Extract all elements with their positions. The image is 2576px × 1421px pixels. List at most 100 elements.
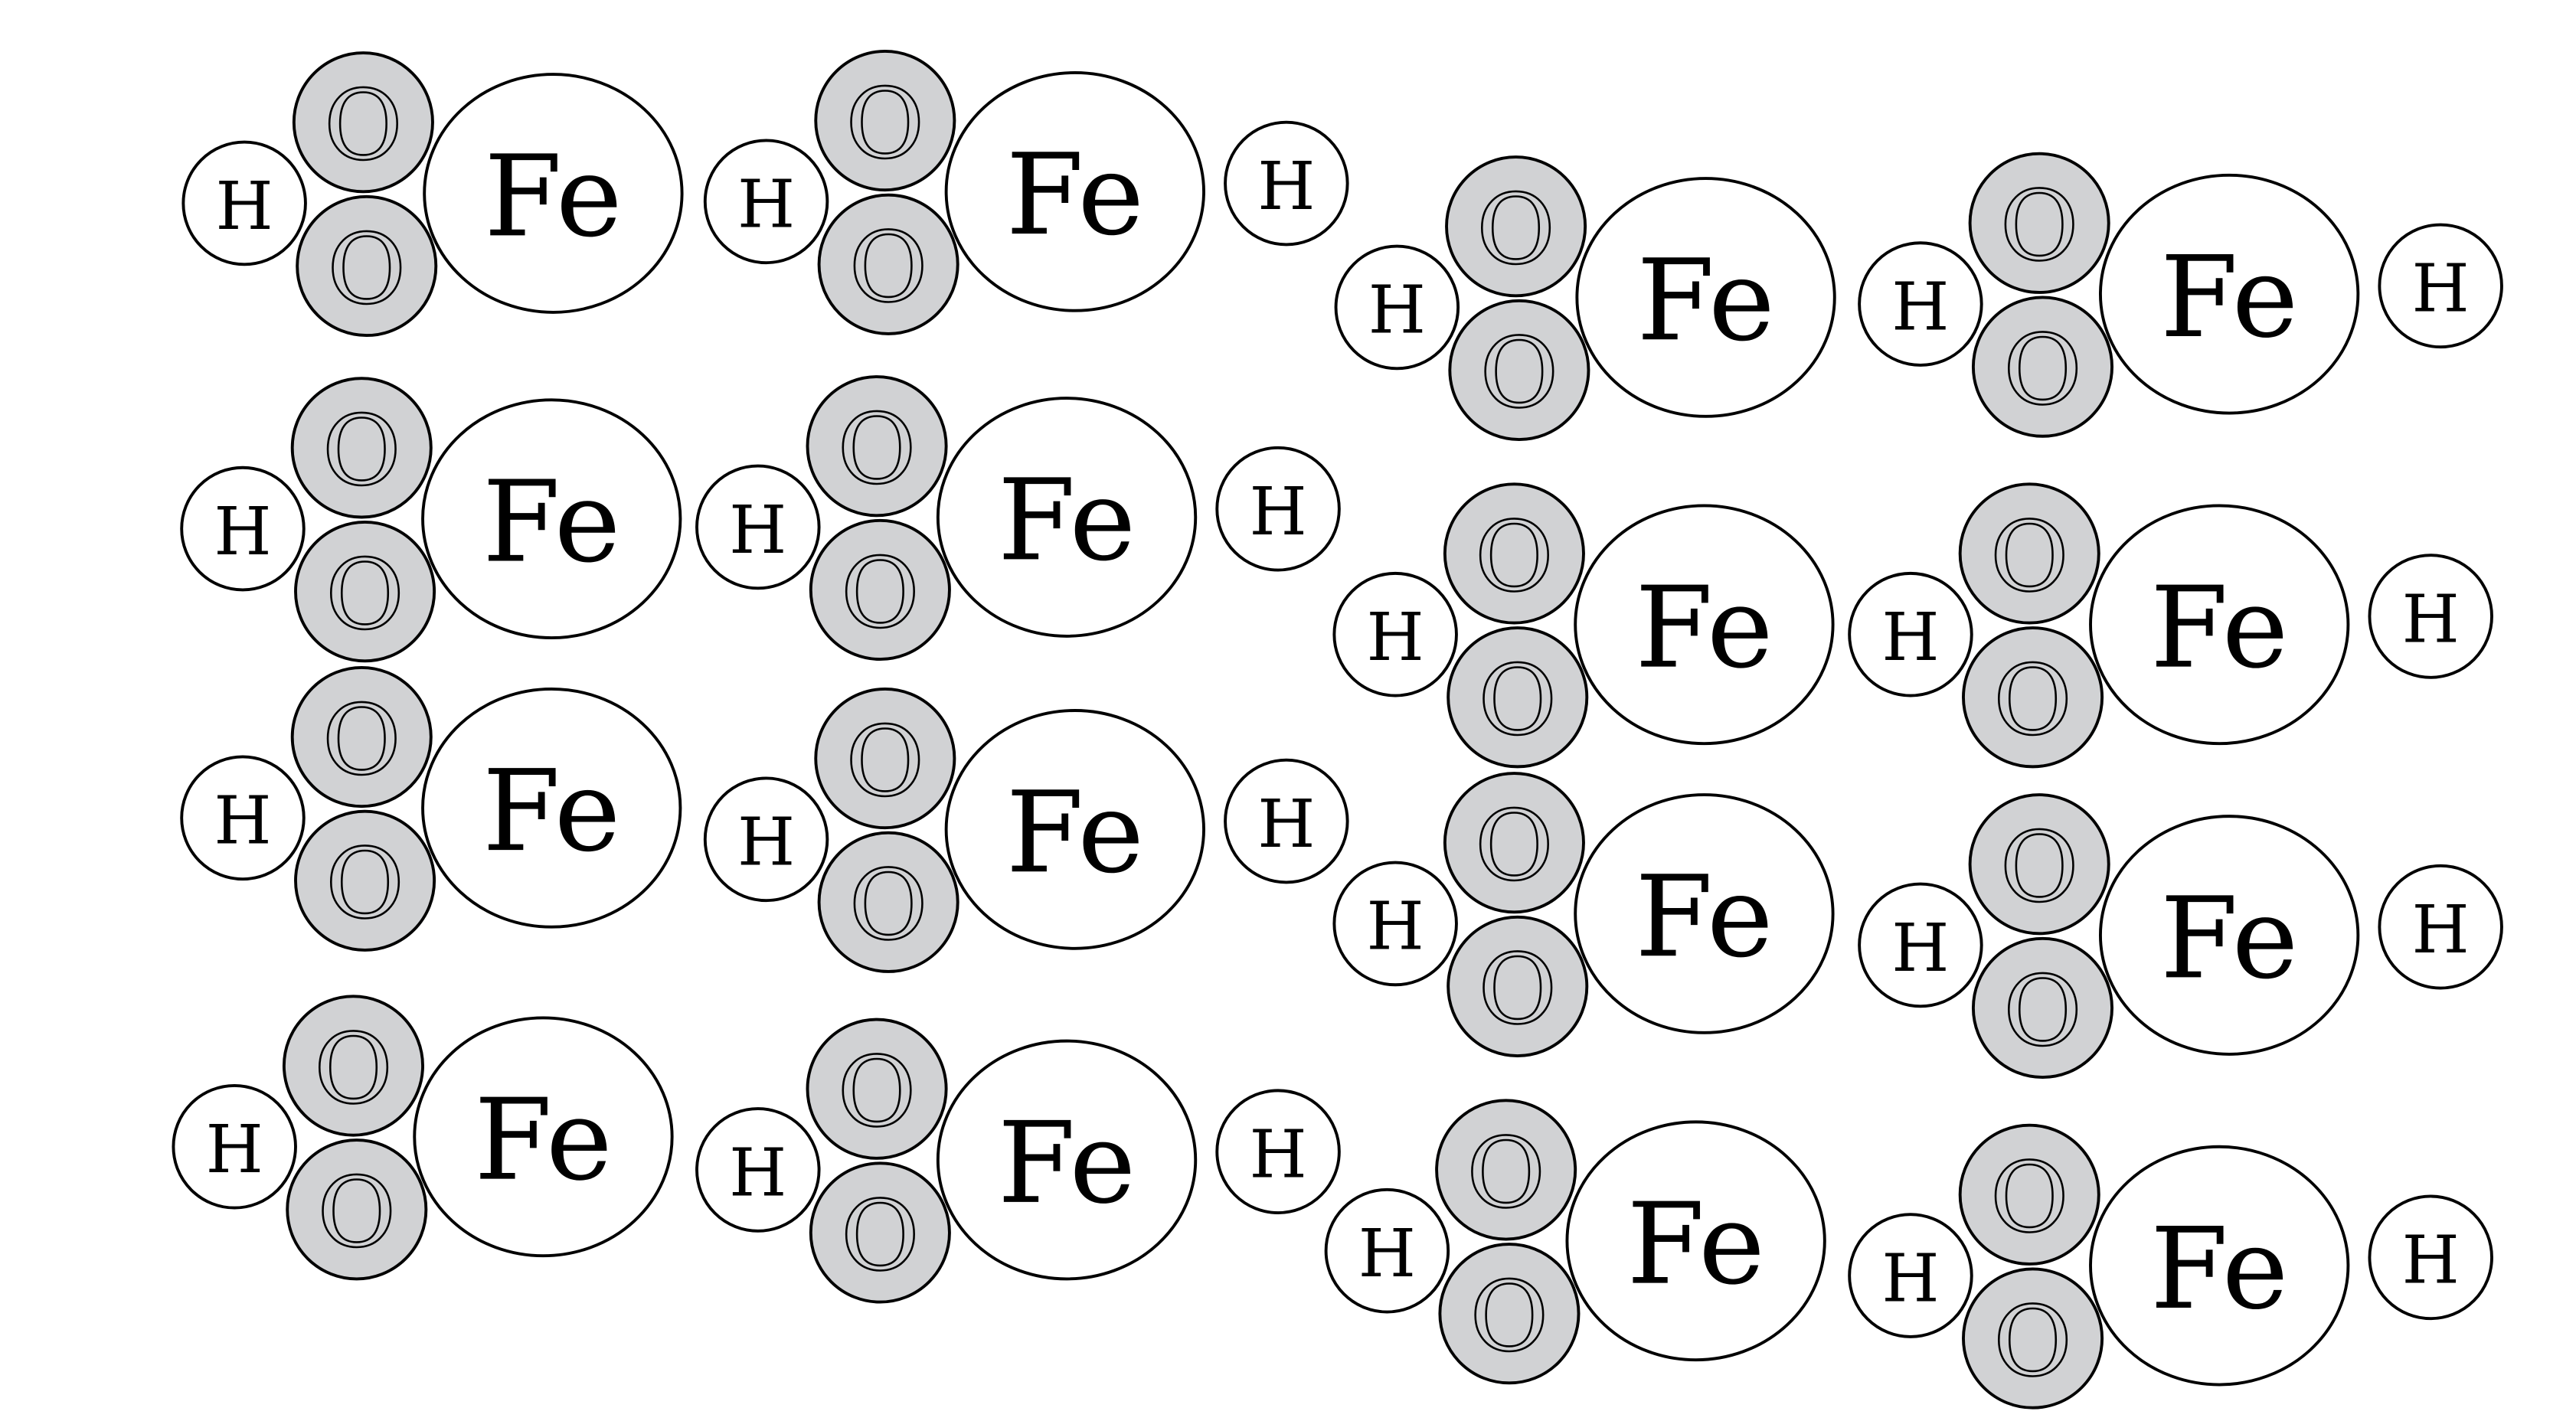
iron-label: Fe — [2160, 873, 2299, 1004]
oxygen-label: O — [1466, 1117, 1545, 1229]
hydrogen-label: H — [214, 783, 271, 860]
free-hydrogen: H — [1215, 1089, 1341, 1215]
hydrogen-label: H — [1367, 599, 1424, 676]
iron-circle — [936, 397, 1198, 638]
oxygen-atom: O — [282, 995, 424, 1137]
iron-atom: Fe — [936, 1039, 1198, 1281]
iron-circle — [944, 71, 1205, 312]
hydrogen-atom: H — [703, 776, 829, 903]
hydrogen-circle — [703, 139, 829, 265]
oxygen-atom: O — [1968, 152, 2110, 294]
hydrogen-atom: H — [1848, 571, 1973, 697]
iron-label: Fe — [482, 456, 621, 587]
hydrogen-circle — [1848, 571, 1973, 697]
oxygen-circle — [806, 1018, 948, 1160]
iron-circle — [421, 688, 682, 929]
oxygen-atom: O — [290, 665, 433, 808]
oxygen-label: O — [1476, 174, 1555, 286]
iron-circle — [2099, 173, 2360, 415]
oxygen-atom: O — [806, 1018, 948, 1160]
oxygen-circle — [1971, 296, 2113, 438]
oxygen-circle — [809, 518, 951, 662]
hydrogen-atom: H — [1858, 882, 1983, 1008]
hydrogen-label: H — [1257, 149, 1315, 225]
hydrogen-label: H — [206, 1112, 263, 1188]
oxygen-circle — [809, 1161, 951, 1304]
hydrogen-label: H — [1881, 599, 1939, 676]
iron-atom: Fe — [423, 73, 684, 314]
oxygen-atom: O — [1438, 1243, 1581, 1385]
oxygen-label: O — [325, 828, 404, 940]
iron-circle — [1574, 504, 1835, 746]
iron-label: Fe — [1636, 235, 1775, 366]
iron-label: Fe — [482, 746, 621, 877]
hydrogen-label: H — [1358, 1216, 1416, 1292]
oxygen-circle — [1435, 1099, 1577, 1241]
oxygen-circle — [1958, 482, 2100, 625]
iron-circle — [2089, 504, 2350, 746]
hydrogen-circle — [180, 466, 306, 592]
iron-circle — [1575, 177, 1836, 418]
iron-atom: Fe — [421, 398, 682, 639]
oxygen-label: O — [841, 1180, 920, 1292]
free-hydrogen: H — [2368, 1194, 2493, 1321]
hydrogen-atom: H — [180, 466, 306, 592]
free-hydrogen: H — [2378, 223, 2503, 349]
iron-atom: Fe — [1574, 793, 1835, 1034]
iron-label: Fe — [998, 455, 1136, 586]
oxygen-circle — [286, 1138, 428, 1281]
oxygen-label: O — [1480, 318, 1559, 430]
hydrogen-atom: H — [1334, 244, 1460, 371]
oxygen-atom: O — [1968, 793, 2110, 936]
free-hydrogen: H — [1224, 120, 1349, 247]
oxygen-atom: O — [294, 809, 436, 952]
oxygen-circle — [1447, 915, 1589, 1057]
oxygen-circle — [817, 831, 959, 973]
iron-circle — [2089, 1145, 2350, 1387]
oxygen-atom: O — [296, 194, 438, 338]
hydrogen-atom: H — [2378, 864, 2503, 990]
oxygen-label: O — [1470, 1261, 1549, 1373]
oxygen-circle — [1447, 626, 1589, 769]
hydrogen-circle — [1324, 1187, 1450, 1314]
hydrogen-atom: H — [695, 464, 821, 590]
free-hydrogen: H — [1215, 446, 1341, 572]
oxygen-label: O — [314, 1013, 393, 1125]
free-hydrogen: H — [1224, 758, 1349, 884]
hydrogen-label: H — [1881, 1240, 1939, 1317]
oxygen-circle — [1971, 936, 2113, 1080]
oxygen-atom: O — [817, 193, 959, 335]
hydrogen-label: H — [216, 168, 273, 245]
hydrogen-atom: H — [180, 755, 306, 881]
hydrogen-atom: H — [1224, 120, 1349, 247]
iron-circle — [2099, 815, 2360, 1056]
hydrogen-atom: H — [695, 1107, 821, 1233]
oxygen-circle — [1962, 626, 2104, 769]
oxygen-label: O — [1478, 934, 1557, 1046]
oxygen-atom: O — [809, 518, 951, 662]
oxygen-label: O — [838, 1037, 917, 1148]
oxygen-atom: O — [814, 49, 956, 192]
oxygen-atom: O — [294, 521, 436, 663]
oxygen-label: O — [1993, 645, 2072, 756]
oxygen-circle — [1968, 152, 2110, 294]
hydrogen-circle — [2368, 1194, 2493, 1321]
hydrogen-circle — [1334, 244, 1460, 371]
oxygen-circle — [814, 688, 956, 830]
oxygen-label: O — [1990, 501, 2069, 612]
hydrogen-circle — [1215, 446, 1341, 572]
oxygen-circle — [282, 995, 424, 1137]
hydrogen-label: H — [2402, 1223, 2460, 1299]
hydrogen-atom: H — [1848, 1213, 1973, 1338]
hydrogen-circle — [695, 1107, 821, 1233]
hydrogen-atom: H — [1332, 861, 1458, 987]
oxygen-label: O — [1475, 790, 1554, 902]
